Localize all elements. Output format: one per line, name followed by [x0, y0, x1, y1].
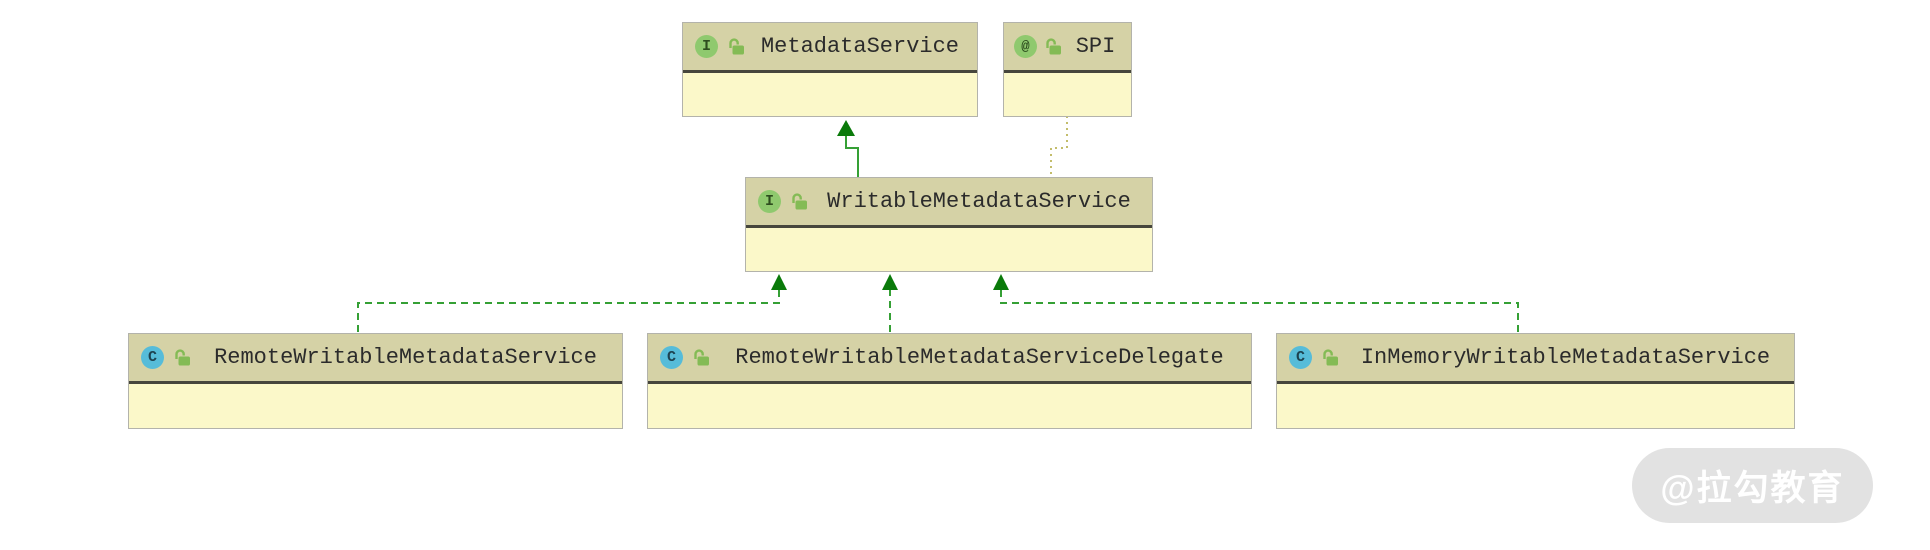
arrowhead-icon — [993, 274, 1009, 290]
node-header: C RemoteWritableMetadataServiceDelegate — [648, 334, 1251, 384]
node-title: SPI — [1075, 34, 1116, 59]
annotation-icon: @ — [1014, 35, 1037, 58]
node-title: InMemoryWritableMetadataService — [1360, 345, 1771, 370]
arrowhead-icon — [837, 120, 855, 136]
node-body — [129, 384, 622, 428]
interface-icon: I — [758, 190, 781, 213]
node-body — [1277, 384, 1794, 428]
public-unlock-icon — [173, 348, 192, 367]
node-title: RemoteWritableMetadataService — [214, 345, 597, 370]
arrowhead-icon — [882, 274, 898, 290]
class-node-writablemetadataservice[interactable]: I WritableMetadataService — [745, 177, 1153, 272]
node-body — [648, 384, 1251, 428]
watermark-text: @拉勾教育 — [1660, 469, 1845, 508]
edge-implements-inmemory-to-writable — [993, 274, 1519, 332]
edge-annotation-writable-to-spi — [1050, 116, 1068, 176]
class-node-remotewritablemetadataservice[interactable]: C RemoteWritableMetadataService — [128, 333, 623, 429]
arrowhead-icon — [771, 274, 787, 290]
edge-implements-delegate-to-writable — [882, 274, 898, 332]
node-header: @ SPI — [1004, 23, 1131, 73]
public-unlock-icon — [1044, 37, 1063, 56]
public-unlock-icon — [790, 192, 809, 211]
class-node-metadataservice[interactable]: I MetadataService — [682, 22, 978, 117]
node-header: I MetadataService — [683, 23, 977, 73]
node-header: C InMemoryWritableMetadataService — [1277, 334, 1794, 384]
public-unlock-icon — [692, 348, 711, 367]
edge-implements-remote-to-writable — [357, 274, 787, 332]
class-icon: C — [660, 346, 683, 369]
interface-icon: I — [695, 35, 718, 58]
node-body — [746, 228, 1152, 271]
class-node-inmemorywritablemetadataservice[interactable]: C InMemoryWritableMetadataService — [1276, 333, 1795, 429]
node-body — [683, 73, 977, 116]
node-header: C RemoteWritableMetadataService — [129, 334, 622, 384]
annotation-node-spi[interactable]: @ SPI — [1003, 22, 1132, 117]
node-body — [1004, 73, 1131, 116]
edge-extends-writable-to-metadataservice — [837, 120, 859, 177]
node-title: MetadataService — [760, 34, 960, 59]
node-title: RemoteWritableMetadataServiceDelegate — [735, 345, 1224, 370]
class-icon: C — [1289, 346, 1312, 369]
class-node-remotewritablemetadataservicedelegate[interactable]: C RemoteWritableMetadataServiceDelegate — [647, 333, 1252, 429]
class-icon: C — [141, 346, 164, 369]
public-unlock-icon — [727, 37, 746, 56]
watermark-pill: @拉勾教育 — [1632, 448, 1873, 523]
node-header: I WritableMetadataService — [746, 178, 1152, 228]
public-unlock-icon — [1321, 348, 1340, 367]
node-title: WritableMetadataService — [827, 189, 1131, 214]
